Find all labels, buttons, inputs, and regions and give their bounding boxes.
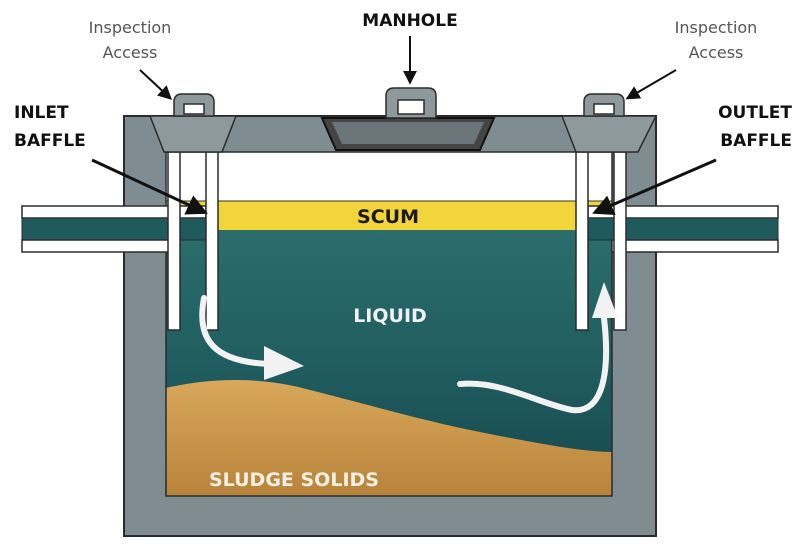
outflow-arrow-head bbox=[592, 282, 618, 318]
outlet-baffle-pointer bbox=[592, 158, 717, 215]
inlet-pipe bbox=[21, 205, 207, 253]
tank-body bbox=[123, 115, 657, 537]
inlet-baffle-pointer bbox=[91, 158, 208, 215]
inspection-handle-left bbox=[173, 93, 215, 117]
inspection-port-right bbox=[560, 93, 658, 153]
outlet-baffle-outer bbox=[613, 151, 627, 331]
inspection-handle-right bbox=[583, 93, 625, 117]
inflow-arrow-shaft bbox=[199, 295, 273, 367]
inflow-arrow-head bbox=[264, 346, 304, 380]
manhole-handle bbox=[385, 87, 437, 119]
scum-layer bbox=[165, 200, 613, 232]
air-space bbox=[166, 152, 612, 202]
flow-arrows bbox=[199, 282, 618, 414]
tank-inner-outline bbox=[165, 151, 613, 497]
outlet-baffle-label-1: OUTLET bbox=[718, 103, 792, 123]
inlet-baffle-label-1: INLET bbox=[14, 103, 69, 123]
manhole bbox=[320, 87, 496, 151]
inlet-baffle-outer bbox=[167, 151, 181, 331]
sludge-label: SLUDGE SOLIDS bbox=[209, 469, 379, 491]
sludge-layer bbox=[166, 380, 612, 496]
inlet-baffle-label-2: BAFFLE bbox=[14, 131, 86, 151]
inspection-funnel-left bbox=[148, 115, 238, 153]
manhole-label: MANHOLE bbox=[362, 11, 457, 31]
liquid-label: LIQUID bbox=[353, 305, 427, 327]
outlet-pipe bbox=[587, 205, 779, 253]
outlet-baffle-inner bbox=[575, 151, 589, 331]
outlet-pipe-lower bbox=[611, 239, 779, 253]
inlet-pipe-lower bbox=[21, 239, 173, 253]
manhole-cover-top bbox=[332, 122, 484, 144]
inspection-left-pointer bbox=[139, 69, 173, 100]
callout-arrows bbox=[91, 36, 717, 215]
inlet-baffle-inner bbox=[205, 151, 219, 331]
inspection-right-pointer bbox=[625, 69, 677, 100]
inspection-left-label-2: Access bbox=[103, 43, 158, 62]
inspection-left-label-1: Inspection bbox=[89, 18, 172, 37]
outlet-baffle-label-2: BAFFLE bbox=[720, 131, 792, 151]
inspection-right-label-2: Access bbox=[689, 43, 744, 62]
outflow-arrow-shaft bbox=[457, 315, 610, 414]
inspection-right-label-1: Inspection bbox=[675, 18, 758, 37]
inspection-port-left bbox=[148, 93, 238, 153]
scum-label: SCUM bbox=[357, 206, 419, 228]
